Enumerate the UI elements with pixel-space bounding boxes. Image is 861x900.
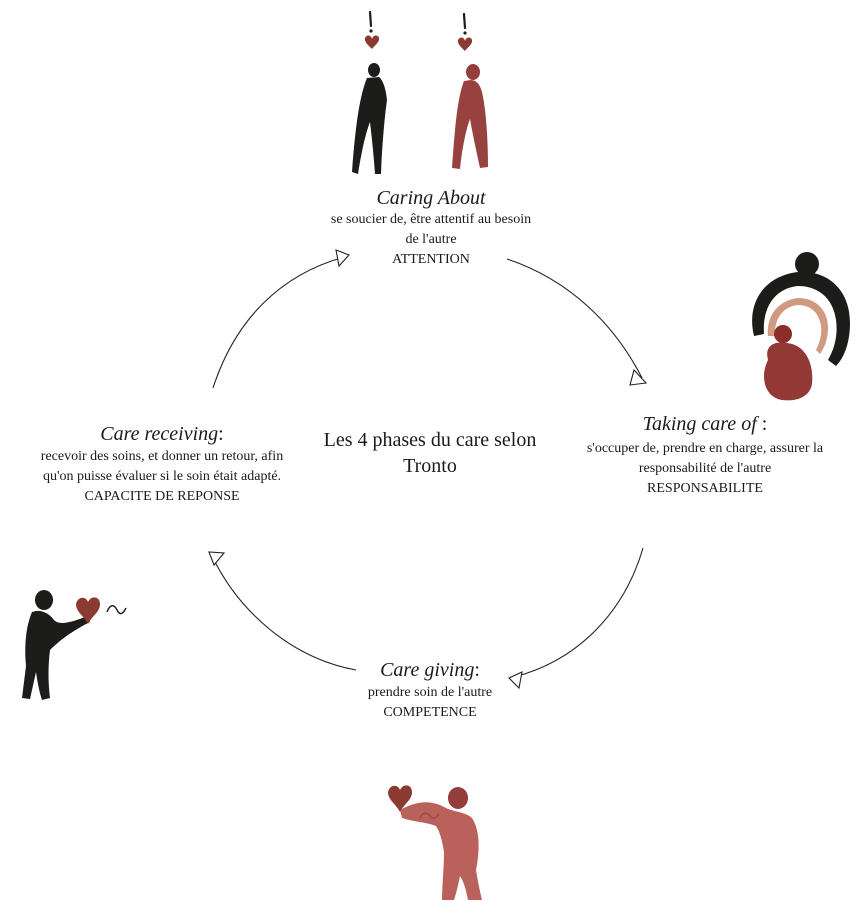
arrowhead-giving — [508, 671, 523, 690]
arrow-receiving-to-caring — [212, 256, 345, 389]
receiving-figure-illustration — [22, 590, 127, 700]
protecting-figure-icon — [752, 252, 850, 366]
phase-keyword: CAPACITE DE REPONSE — [84, 489, 240, 504]
center-title: Les 4 phases du care selon Tronto — [300, 427, 560, 479]
heart-icon — [76, 597, 100, 624]
phase-title-suffix: : — [756, 413, 768, 435]
heart-icon — [388, 785, 412, 812]
black-figure-icon — [352, 10, 387, 174]
phase-description-line2: de l'autre — [405, 232, 457, 247]
embrace-illustration — [752, 252, 850, 401]
phase-keyword: RESPONSABILITE — [647, 481, 763, 496]
arrow-taking-to-giving — [513, 547, 644, 678]
phase-description-line2: qu'on puisse évaluer si le soin était ad… — [42, 469, 282, 484]
phase-title-suffix: : — [474, 659, 480, 681]
receiver-figure-icon — [22, 590, 90, 700]
phase-description-line1: se soucier de, être attentif au besoin — [330, 212, 532, 227]
phase-title: Caring About — [376, 187, 486, 209]
arrowhead-taking — [629, 368, 648, 386]
phase-keyword: ATTENTION — [392, 252, 470, 267]
held-figure-icon — [764, 325, 813, 401]
phase-description-line2: responsabilité de l'autre — [638, 461, 772, 476]
phase-keyword: COMPETENCE — [383, 705, 477, 720]
phase-description-line1: prendre soin de l'autre — [367, 685, 493, 700]
giver-figure-icon — [400, 787, 482, 900]
phase-description-line1: s'occuper de, prendre en charge, assurer… — [586, 441, 824, 456]
arrowhead-receiving — [208, 551, 226, 567]
phase-taking-care-of: Taking care of : s'occuper de, prendre e… — [552, 412, 858, 499]
phase-title: Taking care of — [642, 413, 757, 435]
phase-caring-about: Caring About se soucier de, être attenti… — [286, 186, 576, 270]
center-title-line1: Les 4 phases du care — [323, 429, 490, 451]
squiggle-icon — [106, 605, 127, 615]
attentive-figures-illustration — [352, 10, 488, 174]
phase-title: Care receiving — [100, 423, 219, 445]
phase-care-receiving: Care receiving: recevoir des soins, et d… — [2, 422, 322, 507]
arrowhead-caring — [335, 249, 350, 268]
phase-title: Care giving — [380, 659, 475, 681]
phase-description-line1: recevoir des soins, et donner un retour,… — [40, 449, 284, 464]
phase-title-suffix: : — [218, 423, 224, 445]
center-title-line2: selon Tronto — [403, 429, 537, 477]
giving-figure-illustration — [388, 785, 482, 900]
arrow-caring-to-taking — [506, 258, 643, 379]
red-figure-icon — [452, 12, 488, 169]
phase-care-giving: Care giving: prendre soin de l'autre COM… — [310, 658, 550, 723]
arrow-giving-to-receiving — [211, 555, 357, 671]
